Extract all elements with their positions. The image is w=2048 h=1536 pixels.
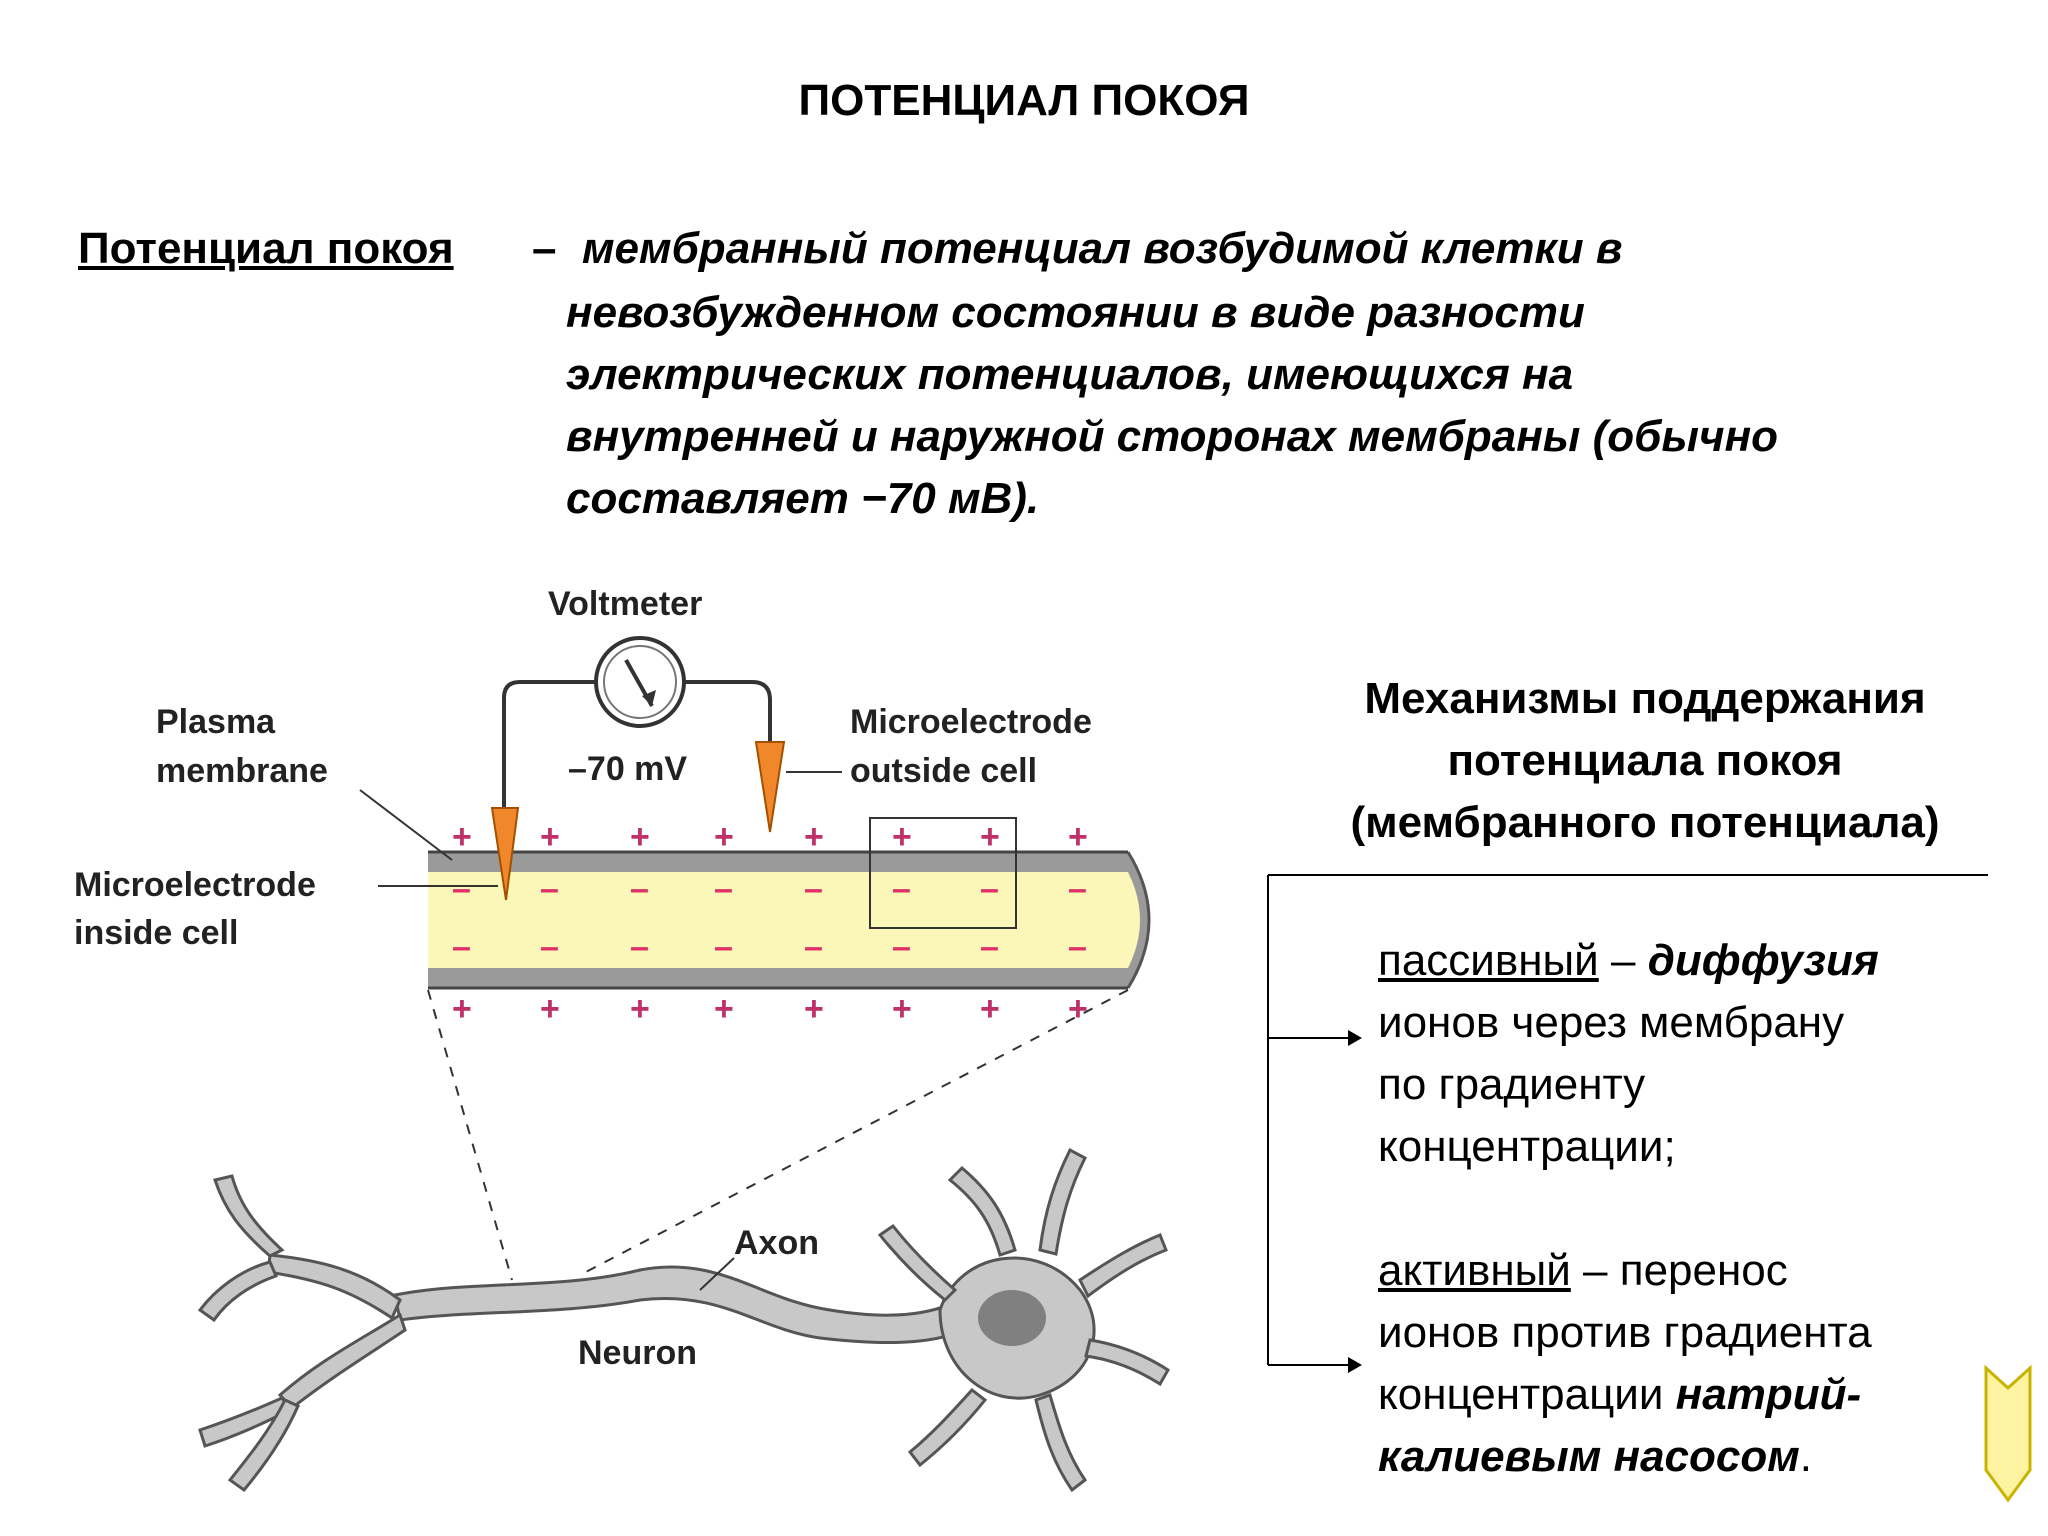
charge-plus: +	[452, 818, 472, 856]
charge-plus: +	[540, 990, 560, 1028]
page-title: ПОТЕНЦИАЛ ПОКОЯ	[798, 76, 1250, 125]
charge-minus: –	[452, 870, 471, 908]
passive-line-3: концентрации;	[1378, 1122, 1676, 1171]
charge-minus: –	[1068, 870, 1087, 908]
axon-label: Axon	[734, 1224, 819, 1262]
charge-minus: –	[892, 928, 911, 966]
charge-plus: +	[980, 818, 1000, 856]
active-mechanism: активный – перенос ионов против градиент…	[1378, 1240, 1872, 1488]
plasma-membrane-pointer	[359, 789, 453, 861]
definition-line-4: внутренней и наружной сторонах мембраны …	[566, 412, 1779, 461]
mechanisms-title-line-2: потенциала покоя	[1447, 736, 1843, 785]
charge-minus: –	[630, 928, 649, 966]
mechanisms-title-line-1: Механизмы поддержания	[1364, 674, 1926, 723]
electrode-outside-icon	[754, 741, 786, 833]
charge-minus: –	[1068, 928, 1087, 966]
charge-plus: +	[892, 990, 912, 1028]
definition-dash: –	[532, 224, 557, 273]
definition-line-2: невозбужденном состоянии в виде разности	[566, 288, 1585, 337]
active-keyword-1: натрий-	[1675, 1370, 1862, 1419]
charge-plus: +	[714, 818, 734, 856]
active-line-3: концентрации	[1378, 1370, 1676, 1419]
voltage-reading: –70 mV	[568, 750, 687, 788]
charge-minus: –	[804, 870, 823, 908]
charge-plus: +	[892, 818, 912, 856]
zoom-line-right	[581, 989, 1129, 1275]
plasma-membrane-label-1: Plasma	[156, 703, 276, 741]
active-line-2: ионов против градиента	[1378, 1308, 1872, 1357]
active-term: активный	[1378, 1246, 1571, 1295]
charge-minus: –	[980, 870, 999, 908]
decorative-arrow-icon	[1984, 1364, 2032, 1503]
electrode-outside-label-2: outside cell	[850, 752, 1037, 790]
charge-plus: +	[540, 818, 560, 856]
charge-minus: –	[892, 870, 911, 908]
charge-plus: +	[804, 818, 824, 856]
charge-minus: –	[804, 928, 823, 966]
voltmeter-label: Voltmeter	[548, 585, 702, 623]
nucleus-icon	[978, 1290, 1046, 1346]
mechanisms-title: Механизмы поддержания потенциала покоя (…	[1260, 668, 2030, 854]
charge-minus: –	[452, 928, 471, 966]
charge-minus: –	[630, 870, 649, 908]
arrow-active-head-icon	[1348, 1357, 1362, 1373]
charge-plus: +	[1068, 818, 1088, 856]
charge-minus: –	[540, 928, 559, 966]
axon-pointer	[699, 1257, 735, 1291]
zoom-line-left	[427, 989, 513, 1281]
charge-plus: +	[630, 818, 650, 856]
passive-line-1: ионов через мембрану	[1378, 998, 1845, 1047]
mechanisms-title-line-3: (мембранного потенциала)	[1350, 798, 1940, 847]
definition-line-3: электрических потенциалов, имеющихся на	[566, 350, 1574, 399]
charge-plus: +	[1068, 990, 1088, 1028]
voltmeter-needle-tip	[642, 690, 656, 706]
active-keyword-2: калиевым насосом	[1378, 1432, 1800, 1481]
charge-plus: +	[980, 990, 1000, 1028]
cytoplasm	[428, 872, 1128, 968]
zoom-box	[869, 817, 1017, 929]
passive-keyword: диффузия	[1647, 936, 1879, 985]
electrode-inside-label-2: inside cell	[74, 914, 238, 952]
charge-minus: –	[540, 870, 559, 908]
definition-term: Потенциал покоя	[78, 224, 454, 273]
electrode-inside-icon	[490, 807, 520, 901]
active-line-4-end: .	[1799, 1432, 1813, 1481]
cytoplasm-end	[1128, 872, 1140, 968]
definition-line-1: мембранный потенциал возбудимой клетки в	[582, 224, 1623, 273]
charge-minus: –	[980, 928, 999, 966]
neuron-label: Neuron	[578, 1334, 697, 1372]
wire-outside	[684, 680, 772, 742]
arrow-passive-head-icon	[1348, 1030, 1362, 1046]
charge-plus: +	[804, 990, 824, 1028]
voltmeter-dial-ring	[603, 645, 677, 719]
passive-mechanism: пассивный – диффузия ионов через мембран…	[1378, 930, 1879, 1178]
definition-line-5: составляет −70 мВ).	[566, 474, 1040, 523]
plasma-membrane-label-2: membrane	[156, 752, 328, 790]
charge-minus: –	[714, 870, 733, 908]
charge-plus: +	[714, 990, 734, 1028]
electrode-outside-label-1: Microelectrode	[850, 703, 1092, 741]
wire-inside	[502, 680, 596, 812]
passive-line-2: по градиенту	[1378, 1060, 1646, 1109]
passive-dash: –	[1598, 936, 1648, 985]
passive-term: пассивный	[1378, 936, 1599, 985]
charge-plus: +	[452, 990, 472, 1028]
active-rest: – перенос	[1570, 1246, 1788, 1295]
charge-minus: –	[714, 928, 733, 966]
charge-plus: +	[630, 990, 650, 1028]
electrode-inside-label-1: Microelectrode	[74, 866, 316, 904]
